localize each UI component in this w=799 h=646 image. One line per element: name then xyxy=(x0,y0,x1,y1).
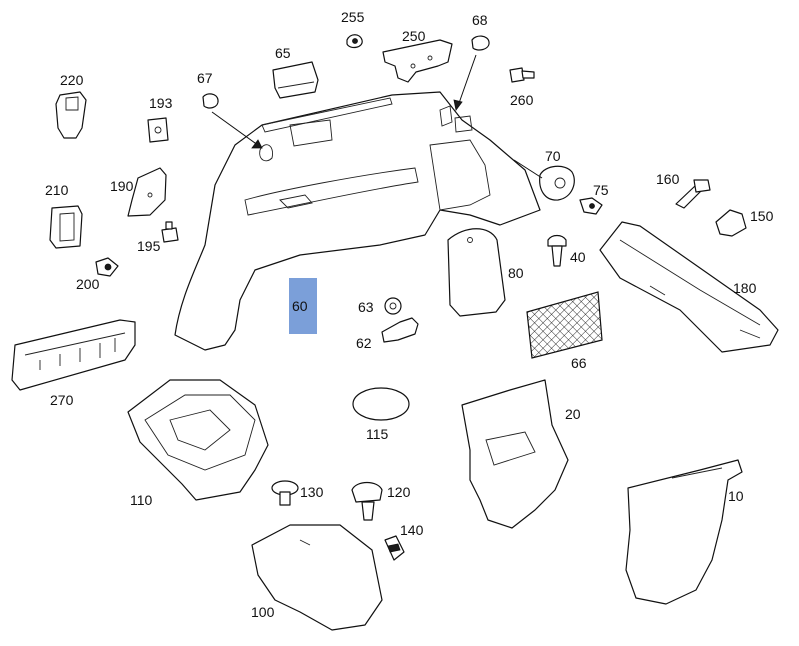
callout-65[interactable]: 65 xyxy=(275,45,291,61)
callout-10[interactable]: 10 xyxy=(728,488,744,504)
callout-160[interactable]: 160 xyxy=(656,171,680,187)
callout-66[interactable]: 66 xyxy=(571,355,587,371)
part-120-fastener[interactable] xyxy=(351,481,383,521)
part-100-cover-mat[interactable] xyxy=(251,524,383,631)
part-40-push-rivet[interactable] xyxy=(547,234,567,267)
callout-40[interactable]: 40 xyxy=(570,249,586,265)
callout-63[interactable]: 63 xyxy=(358,299,374,315)
callout-193[interactable]: 193 xyxy=(149,95,173,111)
callout-195[interactable]: 195 xyxy=(137,238,161,254)
part-62-handle[interactable] xyxy=(381,317,419,343)
part-110-storage-tray[interactable] xyxy=(127,379,269,501)
part-220-clip[interactable] xyxy=(55,91,87,139)
callout-80[interactable]: 80 xyxy=(508,265,524,281)
part-20-side-trim[interactable] xyxy=(461,379,569,529)
part-68-cap[interactable] xyxy=(471,35,490,51)
callout-70[interactable]: 70 xyxy=(545,148,561,164)
part-66-cargo-net[interactable] xyxy=(526,291,603,359)
callout-20[interactable]: 20 xyxy=(565,406,581,422)
part-270-rail[interactable] xyxy=(11,319,136,391)
callout-110[interactable]: 110 xyxy=(130,492,153,508)
part-140-connector[interactable] xyxy=(384,535,405,561)
part-60-side-trim-panel[interactable] xyxy=(174,91,541,351)
part-250-bracket[interactable] xyxy=(382,39,453,83)
callout-210[interactable]: 210 xyxy=(45,182,69,198)
part-210-clip[interactable] xyxy=(49,205,83,249)
callout-115[interactable]: 115 xyxy=(366,426,389,442)
callout-62[interactable]: 62 xyxy=(356,335,372,351)
callout-260[interactable]: 260 xyxy=(510,92,534,108)
part-67-plug[interactable] xyxy=(202,93,219,109)
part-200-screw[interactable] xyxy=(95,257,119,277)
leader-lines xyxy=(211,54,543,179)
part-195-screw[interactable] xyxy=(161,221,179,243)
callout-68[interactable]: 68 xyxy=(472,12,488,28)
part-260-screw[interactable] xyxy=(509,67,535,83)
part-70-knob[interactable] xyxy=(539,165,575,201)
part-150-clip[interactable] xyxy=(715,209,747,237)
callout-180[interactable]: 180 xyxy=(733,280,757,296)
callout-130[interactable]: 130 xyxy=(300,484,324,500)
callout-60-label: 60 xyxy=(292,298,308,314)
callout-270[interactable]: 270 xyxy=(50,392,74,408)
part-190-bracket[interactable] xyxy=(127,167,167,217)
callout-100[interactable]: 100 xyxy=(251,604,275,620)
part-65-cover[interactable] xyxy=(272,61,319,99)
part-130-clip[interactable] xyxy=(271,480,299,506)
part-115-cover[interactable] xyxy=(352,387,410,421)
callout-255[interactable]: 255 xyxy=(341,9,365,25)
callout-220[interactable]: 220 xyxy=(60,72,84,88)
callout-190[interactable]: 190 xyxy=(110,178,134,194)
part-75-screw[interactable] xyxy=(579,197,603,215)
callout-140[interactable]: 140 xyxy=(400,522,424,538)
part-160-bolt[interactable] xyxy=(675,179,711,209)
callout-120[interactable]: 120 xyxy=(387,484,411,500)
part-10-side-trim[interactable] xyxy=(625,459,743,605)
callout-150[interactable]: 150 xyxy=(750,208,774,224)
callout-250[interactable]: 250 xyxy=(402,28,426,44)
part-193-nut-clip[interactable] xyxy=(147,117,169,143)
callout-60-highlighted[interactable]: 60 xyxy=(289,278,317,334)
part-180-trim-strip[interactable] xyxy=(599,221,779,353)
callout-200[interactable]: 200 xyxy=(76,276,100,292)
part-80-cover-flap[interactable] xyxy=(447,228,506,317)
callout-75[interactable]: 75 xyxy=(593,182,609,198)
part-63-grommet[interactable] xyxy=(384,297,402,315)
callout-67[interactable]: 67 xyxy=(197,70,213,86)
part-255-clip[interactable] xyxy=(346,34,363,49)
